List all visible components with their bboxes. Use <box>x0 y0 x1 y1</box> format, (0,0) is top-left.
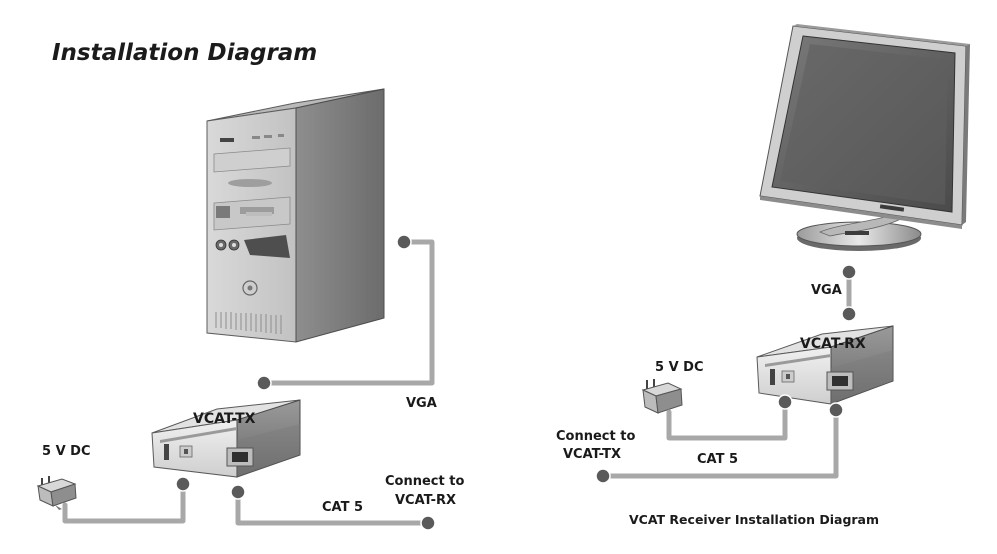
connect-to-rx-label-line1: Connect to <box>385 474 465 489</box>
vga-cable-tx <box>261 239 435 386</box>
diagram-title: Installation Diagram <box>52 40 318 66</box>
cat5-tx-dot <box>230 484 246 500</box>
vga-rx-monitor-dot <box>841 264 857 280</box>
pc-tower-icon <box>206 88 385 343</box>
lcd-monitor-icon <box>759 24 970 251</box>
vcat-rx-label: VCAT-RX <box>800 336 866 352</box>
power-rx-dot <box>777 394 793 410</box>
vcat-tx-label: VCAT-TX <box>193 411 256 427</box>
vga-tx-label: VGA <box>406 396 437 411</box>
cat5-cable-rx <box>600 407 839 479</box>
cat5-rx-dot <box>828 402 844 418</box>
power-tx-label: 5 V DC <box>42 444 91 459</box>
cat5-tx-label: CAT 5 <box>322 500 364 515</box>
vga-rx-label: VGA <box>811 283 842 298</box>
receiver-caption: VCAT Receiver Installation Diagram <box>629 512 880 527</box>
power-tx-dot <box>175 476 191 492</box>
power-adapter-rx-icon <box>641 379 683 414</box>
power-rx-label: 5 V DC <box>655 360 704 375</box>
cat5-cable-tx <box>235 489 431 526</box>
cat5-rx-end-dot <box>595 468 611 484</box>
power-adapter-tx-icon <box>36 476 77 510</box>
connector-dots <box>175 234 857 531</box>
connect-to-tx-label-line2: VCAT-TX <box>563 447 621 462</box>
connect-to-tx-label-line1: Connect to <box>556 429 636 444</box>
cat5-tx-end-dot <box>420 515 436 531</box>
power-cable-tx <box>62 481 186 524</box>
power-cable-rx <box>666 399 788 441</box>
connect-to-rx-label-line2: VCAT-RX <box>395 493 457 508</box>
cables <box>62 239 852 526</box>
vcat-tx-device-icon <box>151 399 301 478</box>
vga-tx-device-dot <box>256 375 272 391</box>
cat5-rx-label: CAT 5 <box>697 452 739 467</box>
vga-rx-device-dot <box>841 306 857 322</box>
vcat-rx-device-icon <box>756 325 894 405</box>
vga-tx-connector-dot <box>396 234 412 250</box>
